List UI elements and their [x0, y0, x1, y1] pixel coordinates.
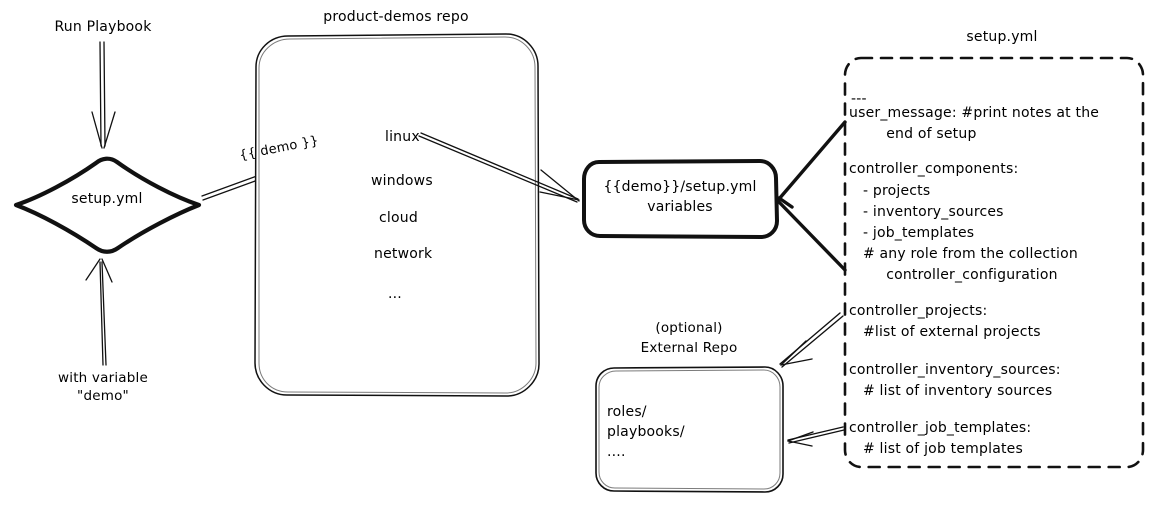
node-external-repo: [595, 366, 784, 493]
setup-yml-line-4: controller_components:: [849, 161, 1019, 177]
arrow-jobtemplates-to-external-repo: [787, 426, 845, 447]
setup-yml-line-9: controller_configuration: [849, 267, 1058, 283]
repo-item-linux: linux: [385, 129, 420, 145]
node-setup-yml-diamond: [13, 156, 202, 254]
arrow-with-variable: [85, 258, 113, 366]
external-repo-item-roles: roles/: [607, 404, 647, 420]
setup-yml-line-7: - job_templates: [849, 225, 975, 241]
setup-yml-line-15: # list of inventory sources: [849, 383, 1053, 399]
label-product-demos-repo-title: product-demos repo: [323, 9, 469, 25]
arrow-projects-to-external-repo: [779, 312, 844, 368]
repo-item-network: network: [374, 246, 433, 262]
node-setup-yml-diamond-label: setup.yml: [71, 191, 143, 207]
setup-yml-line-11: controller_projects:: [849, 303, 988, 319]
external-repo-item-ellipsis: ....: [607, 444, 626, 460]
label-run-playbook: Run Playbook: [54, 19, 152, 35]
label-external-repo-title-line2: External Repo: [640, 340, 738, 356]
setup-yml-line-0: ---: [851, 91, 867, 107]
setup-yml-line-12: #list of external projects: [849, 324, 1041, 340]
setup-yml-line-1: user_message: #print notes at the: [849, 105, 1100, 121]
variables-box-line1: {{demo}}/setup.yml: [603, 179, 757, 195]
arrow-run-playbook: [91, 41, 116, 149]
label-with-variable-line1: with variable: [58, 370, 148, 386]
setup-yml-line-6: - inventory_sources: [849, 204, 1004, 220]
external-repo-item-playbooks: playbooks/: [607, 424, 685, 440]
setup-yml-line-14: controller_inventory_sources:: [849, 362, 1061, 378]
node-setup-yml-file: [843, 56, 1145, 469]
node-variables-box: [582, 159, 779, 239]
setup-yml-line-17: controller_job_templates:: [849, 420, 1032, 436]
connector-setupfile-to-variables: [777, 120, 847, 272]
label-setup-yml-file-title: setup.yml: [966, 29, 1038, 45]
variables-box-line2: variables: [647, 199, 713, 215]
setup-yml-line-18: # list of job templates: [849, 441, 1023, 457]
node-product-demos-repo: [254, 33, 540, 397]
setup-yml-line-5: - projects: [849, 183, 931, 199]
repo-item-windows: windows: [371, 173, 433, 189]
setup-yml-line-8: # any role from the collection: [849, 246, 1078, 262]
arrow-linux-to-variables: [418, 132, 580, 203]
repo-item-cloud: cloud: [379, 210, 418, 226]
label-external-repo-title-line1: (optional): [655, 320, 723, 336]
label-with-variable-line2: "demo": [77, 388, 129, 404]
repo-item-ellipsis: ...: [388, 286, 402, 302]
setup-yml-line-2: end of setup: [849, 126, 977, 142]
